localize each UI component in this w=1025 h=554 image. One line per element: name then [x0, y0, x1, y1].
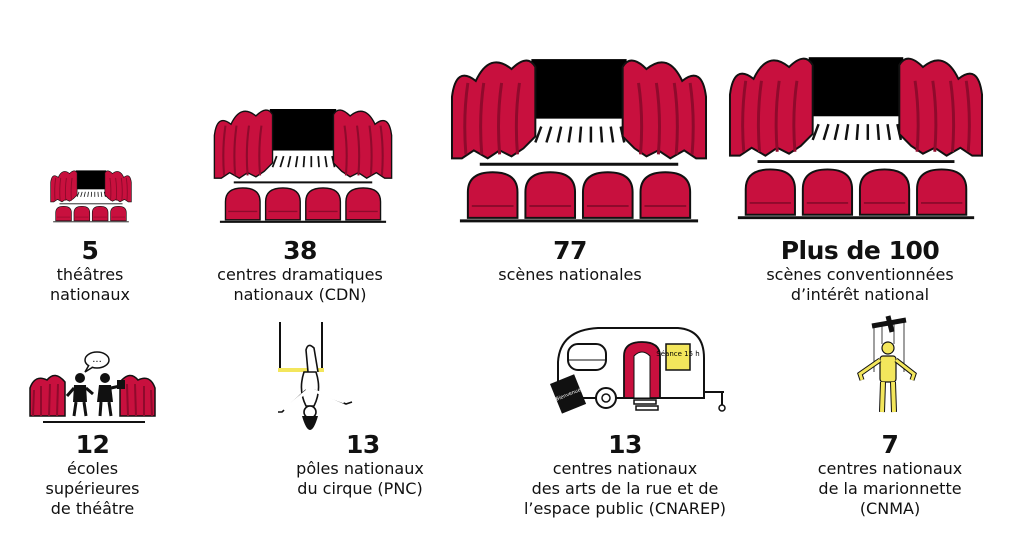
stat-cnma: 7 centres nationaux de la marionnette (C… [805, 431, 975, 519]
stat-label: centres dramatiques nationaux (CDN) [217, 265, 383, 304]
stat-label: centres nationaux de la marionnette (CNM… [817, 459, 963, 518]
stat-scenes-conventionnees: Plus de 100 scènes conventionnées d’inté… [725, 237, 995, 305]
stat-label: écoles supérieures de théâtre [45, 459, 140, 518]
theatre-stage-icon [450, 59, 708, 223]
stat-label: pôles nationaux du cirque (PNC) [296, 459, 424, 498]
stat-ecoles-theatre: 12 écoles supérieures de théâtre [25, 431, 160, 519]
stat-number: Plus de 100 [780, 236, 940, 265]
stat-number: 7 [881, 430, 899, 459]
speech-bubble-text: ... [92, 354, 102, 365]
theatre-stage-icon [50, 170, 132, 223]
stat-label: théâtres nationaux [49, 265, 130, 304]
stat-label: scènes conventionnées d’intérêt national [766, 265, 954, 304]
stat-cnarep: 13 centres nationaux des arts de la rue … [500, 431, 750, 519]
stat-number: 12 [75, 430, 110, 459]
stat-cdn: 38 centres dramatiques nationaux (CDN) [190, 237, 410, 305]
caravan-icon: Séance 15 h Bienvenue [550, 327, 726, 414]
stat-number: 77 [553, 236, 587, 265]
stat-label: scènes nationales [498, 265, 642, 284]
stat-number: 5 [81, 236, 99, 265]
stat-scenes-nationales: 77 scènes nationales [460, 237, 680, 285]
stat-poles-cirque: 13 pôles nationaux du cirque (PNC) [270, 431, 450, 499]
actors-on-stage-icon: ... [29, 351, 156, 423]
theatre-stage-icon [728, 57, 984, 220]
theatre-stage-icon [213, 109, 393, 223]
stat-number: 13 [608, 430, 642, 459]
stat-number: 38 [283, 236, 317, 265]
caravan-sign-text: Séance 15 h [656, 350, 699, 358]
trapeze-acrobat-icon [278, 322, 353, 430]
stat-number: 13 [346, 430, 380, 459]
stat-theatres-nationaux: 5 théâtres nationaux [20, 237, 160, 305]
stat-label: centres nationaux des arts de la rue et … [523, 459, 727, 518]
marionette-icon [857, 315, 917, 413]
